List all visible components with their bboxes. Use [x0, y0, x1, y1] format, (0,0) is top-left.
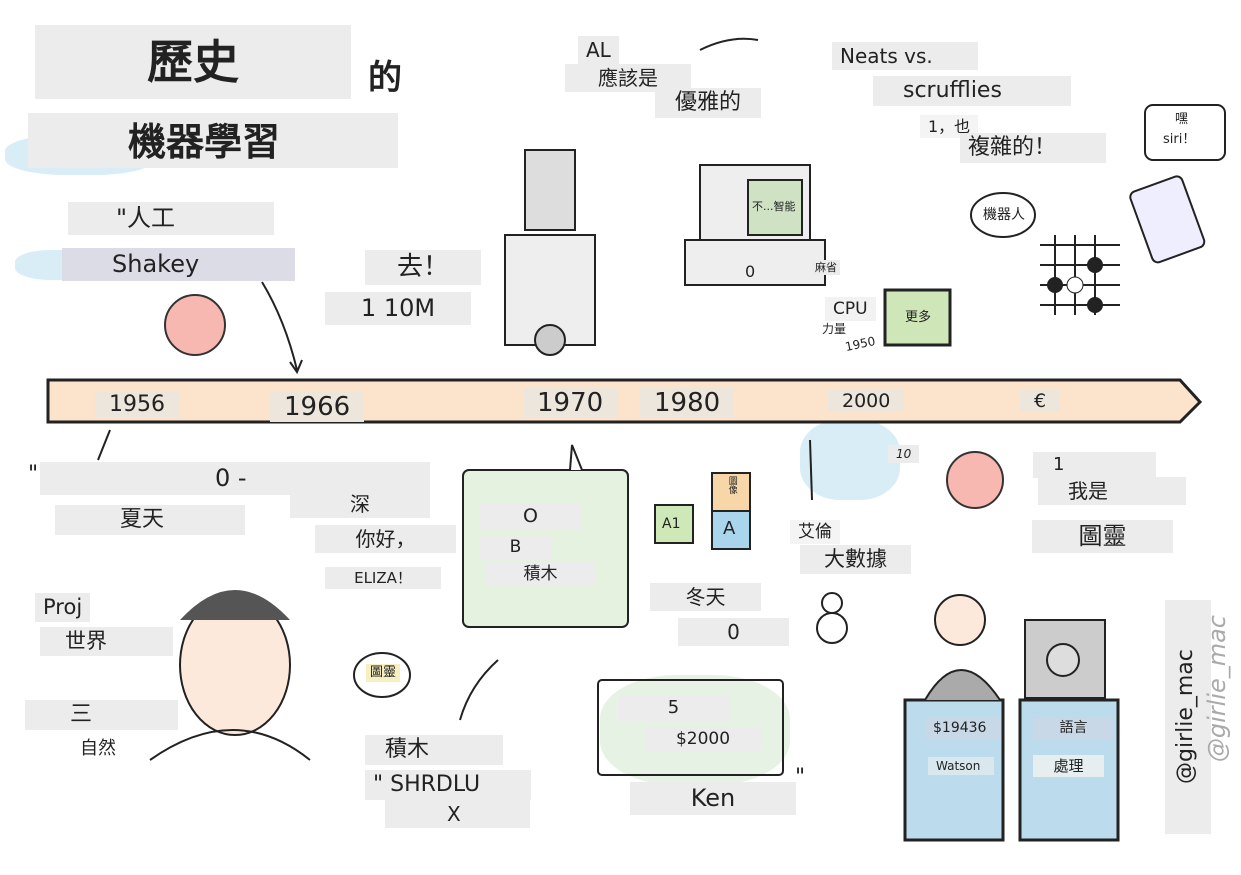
title-history: 歷史 [35, 25, 351, 99]
label-blocks: 積木 [485, 562, 596, 587]
label-shakey: Shakey [62, 248, 295, 281]
label-zero-dash: 0 - [40, 462, 430, 495]
label-10m: 1 10M [325, 292, 471, 325]
label-also: 1，也 [920, 115, 979, 139]
label-turing: 圖靈 [1032, 520, 1173, 553]
timeline-year-1970: 1970 [523, 388, 618, 418]
label-complex: 複雜的！ [960, 133, 1106, 164]
wash [800, 420, 900, 500]
label-zero: 0 [745, 262, 756, 281]
label-go: 去！ [365, 250, 481, 286]
label-score: $19436 [925, 718, 1001, 739]
label-robot: 機器人 [983, 207, 1025, 223]
label-summer: 夏天 [55, 505, 245, 536]
label-x: X [385, 800, 530, 828]
label-proj: Proj [35, 593, 91, 623]
label-shrdlu: " SHRDLU [365, 770, 531, 801]
label-blocks-2: 積木 [365, 735, 503, 766]
label-five: 5 [618, 695, 729, 721]
label-elegant: 優雅的 [655, 88, 761, 119]
timeline-year-2000: 2000 [828, 390, 905, 412]
label-watson: Watson [928, 757, 994, 776]
label-should-be: 應該是 [565, 64, 691, 92]
label-three: 三 [25, 700, 178, 731]
label-neats: Neats vs. [832, 42, 978, 70]
label-ai-quote: "人工 [68, 202, 274, 235]
label-ken: Ken [630, 782, 796, 815]
label-natural: 自然 [80, 738, 116, 759]
label-quote: " [28, 462, 39, 487]
label-ken-quote: " [795, 765, 806, 790]
label-eliza: ELIZA！ [325, 567, 441, 589]
label-power: 力量 [822, 322, 847, 336]
label-a1: A1 [662, 516, 681, 532]
label-winter-zero: 0 [678, 618, 789, 646]
label-big-data: 大數據 [800, 545, 911, 575]
label-ten: 10 [888, 445, 920, 464]
label-siri: siri！ [1163, 132, 1196, 147]
label-o: O [480, 503, 581, 530]
label-winter: 冬天 [650, 583, 761, 611]
label-image: 圖像 [726, 476, 737, 494]
label-alan: 艾倫 [790, 520, 840, 545]
timeline-year-1980: 1980 [640, 388, 735, 418]
label-scruffies: scrufflies [873, 76, 1071, 107]
label-cpu: CPU [825, 297, 876, 322]
label-more: 更多 [905, 310, 932, 325]
label-turing-bubble: 圖靈 [366, 664, 401, 682]
label-al: AL [578, 36, 619, 64]
label-one: 1 [1033, 452, 1156, 478]
label-screen-text: 不...智能 [752, 200, 796, 213]
timeline-year-euro: € [1020, 390, 1061, 412]
label-i-am: 我是 [1038, 477, 1186, 505]
label-world: 世界 [40, 627, 173, 657]
author-signature: @girlie_mac [1203, 615, 1231, 763]
label-language: 語言 [1033, 718, 1114, 739]
title-machine-learning: 機器學習 [28, 113, 398, 168]
label-2000-dollars: $2000 [645, 727, 761, 752]
label-a: A [723, 518, 736, 539]
label-processing: 處理 [1033, 755, 1104, 777]
label-mit: 麻省 [812, 260, 840, 276]
timeline-year-1956: 1956 [95, 392, 179, 417]
label-siri-hey: 嘿 [1175, 112, 1189, 127]
timeline-year-1966: 1966 [270, 392, 365, 422]
label-hello: 你好， [315, 525, 456, 553]
label-b: B [480, 535, 551, 560]
title-of: 的 [368, 58, 402, 98]
label-deep: 深 [290, 490, 430, 518]
